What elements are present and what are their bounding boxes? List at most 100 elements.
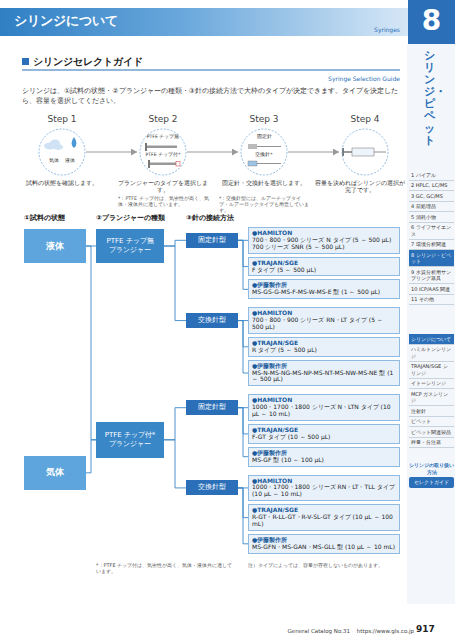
header-subtitle: Syringes <box>330 26 400 34</box>
flow-connector <box>164 440 186 488</box>
maker-name: ●HAMILTON <box>252 310 396 317</box>
column-header: ①試料の状態 <box>24 214 94 223</box>
chapter-tab-item: 2 HPLC, LC/MS <box>409 181 454 192</box>
sample-state-box: 気体 <box>24 456 86 490</box>
product-line: MS-GF 型 (10 ～ 100 µL) <box>252 457 396 464</box>
product-box: ●HAMILTON700・800・900 シリーズ N タイプ (5 ～ 500… <box>248 227 400 254</box>
maker-name: ●HAMILTON <box>252 397 396 404</box>
flow-connector <box>238 488 248 544</box>
step-circle: Step 3 固定針交換針* <box>234 112 294 178</box>
section-link: イトーシリンジ <box>409 379 454 390</box>
step-option-label: 固定針 <box>234 134 294 139</box>
flow-connector <box>164 246 186 321</box>
flow-connector <box>164 240 186 246</box>
step-arrow <box>187 151 238 152</box>
section-link: シリンジについて <box>409 334 454 345</box>
needle-type-box: 固定針型 <box>186 400 238 415</box>
step-option-label: PTFE チップ付* <box>133 152 193 157</box>
flow-connector <box>238 321 248 373</box>
needle-type-box: 固定針型 <box>186 233 238 248</box>
section-title: シリンジセレクトガイド <box>33 55 143 68</box>
column-header: ③針の接続方法 <box>186 214 266 223</box>
step4-figure <box>342 148 386 156</box>
product-line: MS-GFN・MS-GAN・MS-GLL 型 (10 µL ～ 10 mL) <box>252 544 396 551</box>
chapter-tab <box>408 0 455 44</box>
section-link: 秤量・分注器 <box>409 438 454 449</box>
step-circle: Step 1気体液体 <box>32 112 92 178</box>
box-label: 固定針型 <box>198 236 226 245</box>
flow-connector <box>164 408 186 440</box>
box-label: 固定針型 <box>198 403 226 412</box>
chapter-tab-item: 1 バイアル <box>409 170 454 181</box>
chapter-tab-item: 3 GC, GC/MS <box>409 191 454 202</box>
box-label: PTFE チップ無 プランジャー <box>98 237 162 255</box>
footnote: 注）タイプによっては、容量が存在しないものがあります。 <box>248 562 400 569</box>
column-header: ②プランジャーの種類 <box>96 214 184 223</box>
step-option-label: 交換針* <box>234 152 294 157</box>
sidebar-ground <box>407 44 455 604</box>
needle-type-box: 交換針型 <box>186 480 238 495</box>
section-link: ハミルトンシリンジ <box>409 345 454 362</box>
step-caption: 容量を決めればシリンジの選択が完了です。 <box>315 180 405 194</box>
product-box: ●伊藤製作所MS-GF 型 (10 ～ 100 µL) <box>248 447 400 467</box>
section-link: セレクトガイド <box>409 477 454 488</box>
step1-figure <box>44 137 77 150</box>
footer-text: 917 <box>416 624 450 636</box>
product-line: F タイプ (5 ～ 500 µL) <box>252 267 396 274</box>
maker-name: ●伊藤製作所 <box>252 450 396 457</box>
maker-name: ●TRAJAN/SGE <box>252 260 396 267</box>
title-rule <box>22 69 400 70</box>
plunger-type-box: PTFE チップ付* プランジャー <box>96 422 164 458</box>
box-label: 交換針型 <box>198 483 226 492</box>
product-line: 700 シリーズ SNR (5 ～ 500 µL) <box>252 244 396 251</box>
footer-text: https://www.gls.co.jp <box>352 628 414 635</box>
chapter-tab-item: 7 環境分析関連 <box>409 240 454 251</box>
header-title: シリンジについて <box>14 13 174 30</box>
chapter-tab-item: 4 前処理品 <box>409 202 454 213</box>
step-caption: プランジャーのタイプを選択します。 <box>113 180 213 194</box>
step-circle-outline <box>341 128 389 176</box>
flow-connector <box>86 440 96 473</box>
product-box: ●TRAJAN/SGEF タイプ (5 ～ 500 µL) <box>248 257 400 277</box>
section-link: MCP ガスシリンジ <box>409 389 454 406</box>
chapter-tab-item: 11 その他 <box>409 295 454 306</box>
step-circle: Step 4 <box>335 112 395 178</box>
box-label: 液体 <box>46 240 64 253</box>
product-box: ●TRAJAN/SGER タイプ (5 ～ 500 µL) <box>248 337 400 357</box>
chapter-tab-item: 6 ライフサイエンス <box>409 223 454 240</box>
intro-text: シリンジは、①試料の状態・②プランジャーの種類・③針の接続方法で大枠のタイプが決… <box>22 86 402 106</box>
footer-text: General Catalog No.31 <box>250 628 350 635</box>
box-label: 交換針型 <box>198 316 226 325</box>
step-option-label: PTFE チップ無 <box>133 134 193 139</box>
product-line: 700・800・900 シリーズ RN・LT タイプ (5 ～ 500 µL) <box>252 317 396 331</box>
step-heading: Step 3 <box>234 112 294 126</box>
product-line: 1000・1700・1800 シリーズ RN・LT・TLL タイプ (10 µL… <box>252 484 396 498</box>
step-option-label: 気体 <box>42 158 66 163</box>
footnote: *：交換針型には、ルアーチップタイプ・ルアーロックタイプも用意しています。 <box>219 196 311 215</box>
flow-connector <box>86 246 96 440</box>
step-arrow <box>288 151 339 152</box>
step-caption: 試料の状態を確認します。 <box>12 180 112 187</box>
section-link: TRAJAN/SGE シリンジ <box>409 362 454 379</box>
sample-state-box: 液体 <box>24 229 86 263</box>
maker-name: ●HAMILTON <box>252 478 396 485</box>
product-box: ●伊藤製作所MS-GFN・MS-GAN・MS-GLL 型 (10 µL ～ 10… <box>248 534 400 554</box>
chapter-tab-item: 8 シリンジ・ピペット <box>409 250 454 267</box>
step-caption: 固定針・交換針を選択します。 <box>214 180 314 187</box>
product-line: R-GT・R-LL-GT・R-V-SL-GT タイプ (10 µL ～ 100 … <box>252 514 396 528</box>
product-box: ●伊藤製作所MS-GS-G-MS-F-MS-W-MS-E 型 (1 ～ 500 … <box>248 279 400 299</box>
section-link: シリンジの取り扱い方法 <box>409 462 454 475</box>
section-link: 注射針 <box>409 406 454 417</box>
chapter-tab-item: 5 消耗小物 <box>409 212 454 223</box>
product-line: R タイプ (5 ～ 500 µL) <box>252 347 396 354</box>
product-box: ●TRAJAN/SGER-GT・R-LL-GT・R-V-SL-GT タイプ (1… <box>248 504 400 531</box>
product-line: MS-N-MS-NG-MS-NP-MS-NT-MS-NW-MS-NE 型 (1 … <box>252 370 396 384</box>
footnote: *：PTFE チップ付は、気密性が高く、気体・液体共に適しています。 <box>96 562 236 575</box>
maker-name: ●TRAJAN/SGE <box>252 507 396 514</box>
step-arrow <box>86 151 137 152</box>
box-label: 気体 <box>46 466 64 479</box>
step-heading: Step 4 <box>335 112 395 126</box>
product-line: 700・800・900 シリーズ N タイプ (5 ～ 500 µL) <box>252 237 396 244</box>
product-box: ●HAMILTON700・800・900 シリーズ RN・LT タイプ (5 ～… <box>248 307 400 334</box>
maker-name: ●TRAJAN/SGE <box>252 427 396 434</box>
